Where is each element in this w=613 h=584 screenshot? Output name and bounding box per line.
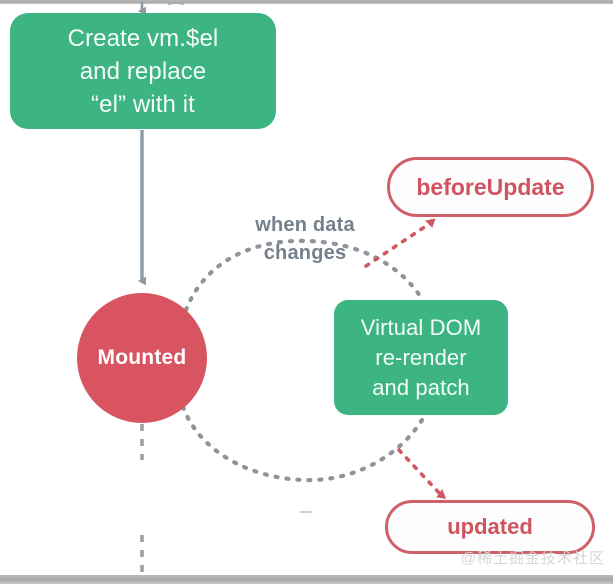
connector-virtualdom-to-mounted-arc [180, 404, 425, 483]
node-create-vm-el[interactable]: Create vm.$el and replace “el” with it [10, 13, 276, 129]
watermark-text: @稀土掘金技术社区 [460, 550, 605, 567]
before-update-label: beforeUpdate [416, 173, 565, 200]
node-before-update-hook[interactable]: beforeUpdate [387, 157, 594, 217]
mounted-label: Mounted [97, 346, 187, 369]
when-data-changes-line-1: when data [255, 214, 355, 236]
connector-mounted-down-dashed [140, 424, 312, 576]
node-updated-hook[interactable]: updated [385, 500, 595, 554]
when-data-changes-line-2: changes [263, 242, 347, 264]
virtual-dom-line-2: re-render [375, 344, 467, 370]
label-when-data-changes: when data changes [215, 211, 395, 267]
updated-label: updated [447, 514, 533, 539]
create-el-line-3: “el” with it [91, 90, 195, 118]
connector-incoming-top-arrow [137, 1, 185, 16]
bottom-edge-bar [0, 575, 613, 584]
connector-arc-to-beforeupdate [364, 218, 436, 268]
top-edge-bar [0, 0, 613, 4]
connector-arc-to-updated [397, 448, 447, 499]
node-virtual-dom[interactable]: Virtual DOM re-render and patch [334, 300, 508, 415]
virtual-dom-line-1: Virtual DOM [360, 314, 482, 340]
connector-mounted-to-virtualdom-arc [183, 238, 423, 313]
create-el-line-2: and replace [79, 57, 207, 85]
create-el-line-1: Create vm.$el [67, 24, 219, 52]
node-mounted[interactable]: Mounted [77, 293, 207, 423]
virtual-dom-line-3: and patch [372, 374, 470, 400]
